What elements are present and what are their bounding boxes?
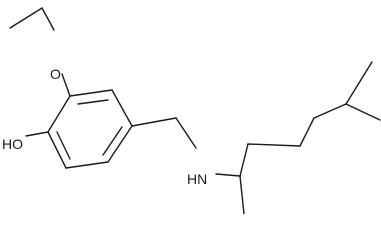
bond-ethyl-c1-c2 [9,7,43,29]
ring-double-bond-3 [56,131,71,160]
bond-c6-c7-methyl-up [345,61,373,105]
benzyl-linker [131,117,197,149]
bond-c6-methyl-down [345,103,381,121]
ring-bond-6 [47,95,71,133]
bond-c2-c1-methyl [239,175,245,214]
amine-label: HN [187,171,207,187]
chemical-structure-diagram: O HO HN [2,7,381,214]
hydroxyl-label: HO [2,136,23,152]
ring-bond-5 [47,131,67,169]
bond-c3-c4 [247,143,301,147]
bond-c5-c6 [313,103,347,119]
bond-c4-c5 [299,117,315,147]
ether-oxygen-label: O [50,66,61,82]
ring-bond-1 [69,89,113,97]
bond-o-ring [61,73,71,97]
alkyl-chain [215,61,381,214]
ring-double-bond-2 [102,126,123,156]
ring-bond-3 [107,125,133,163]
bond-c2-c3 [239,143,249,177]
benzene-ring [47,89,133,169]
bond-ch2-n [175,117,197,149]
ring-bond-2 [111,89,133,127]
bond-ring-oh [25,131,49,137]
bond-ethyl-c2-o [41,7,55,31]
bond-n-c2 [215,173,241,177]
ring-bond-4 [65,161,109,169]
bond-ring-ch2 [131,117,177,127]
ring-double-bond-1 [77,99,109,105]
ethoxy-group [9,7,71,97]
